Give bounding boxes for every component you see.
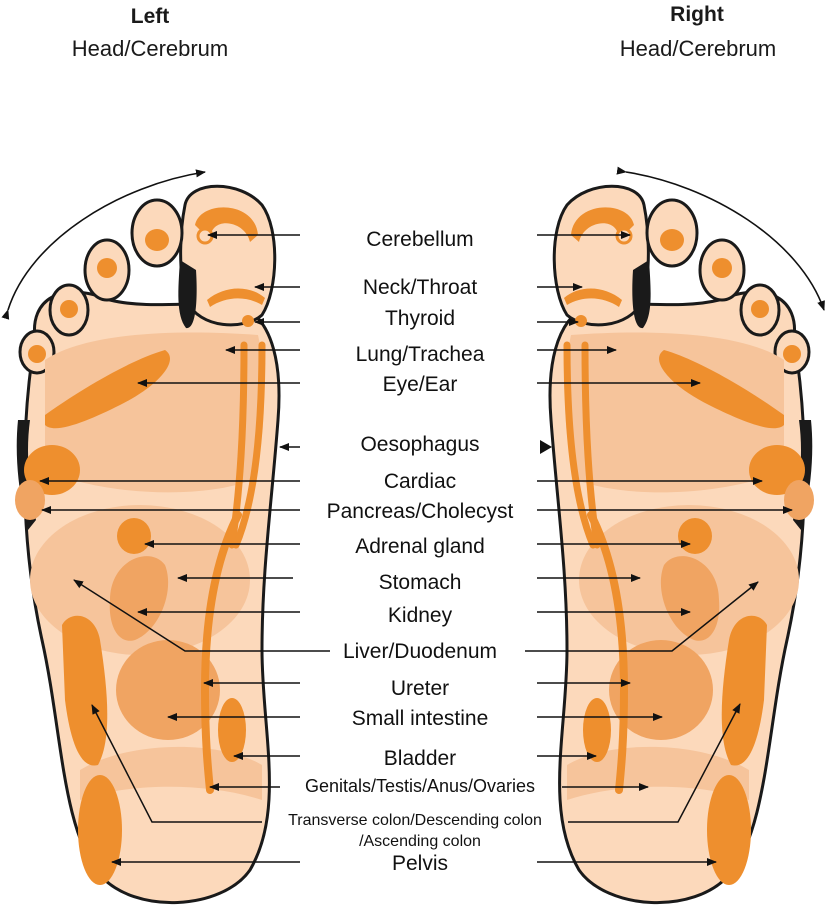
label-pelvis: Pelvis [392,852,448,875]
left-bladder-zone [218,698,246,762]
label-colon-line2: /Ascending colon [359,833,481,850]
label-small-intestine: Small intestine [352,707,489,730]
label-cerebellum: Cerebellum [366,228,473,251]
label-liver-duodenum: Liver/Duodenum [343,640,497,663]
left-pelvis-zone [78,775,122,885]
left-thyroid-zone [242,315,254,327]
label-thyroid: Thyroid [385,307,455,330]
label-colon-line1: Transverse colon/Descending colon [288,812,542,829]
organ-labels: Cerebellum Neck/Throat Thyroid Lung/Trac… [288,228,542,875]
label-kidney: Kidney [388,604,453,627]
label-ureter: Ureter [391,677,449,700]
label-eye-ear: Eye/Ear [383,373,458,396]
label-oesophagus: Oesophagus [360,433,479,456]
label-pancreas-cholecyst: Pancreas/Cholecyst [327,500,514,523]
label-genitals: Genitals/Testis/Anus/Ovaries [305,776,535,796]
label-stomach: Stomach [379,571,462,594]
label-neck-throat: Neck/Throat [363,276,478,299]
label-lung-trachea: Lung/Trachea [356,343,485,366]
label-cardiac: Cardiac [384,470,456,493]
label-adrenal-gland: Adrenal gland [355,535,485,558]
left-toe-gap [178,260,196,328]
label-bladder: Bladder [384,747,456,770]
left-adrenal-zone [117,518,151,554]
